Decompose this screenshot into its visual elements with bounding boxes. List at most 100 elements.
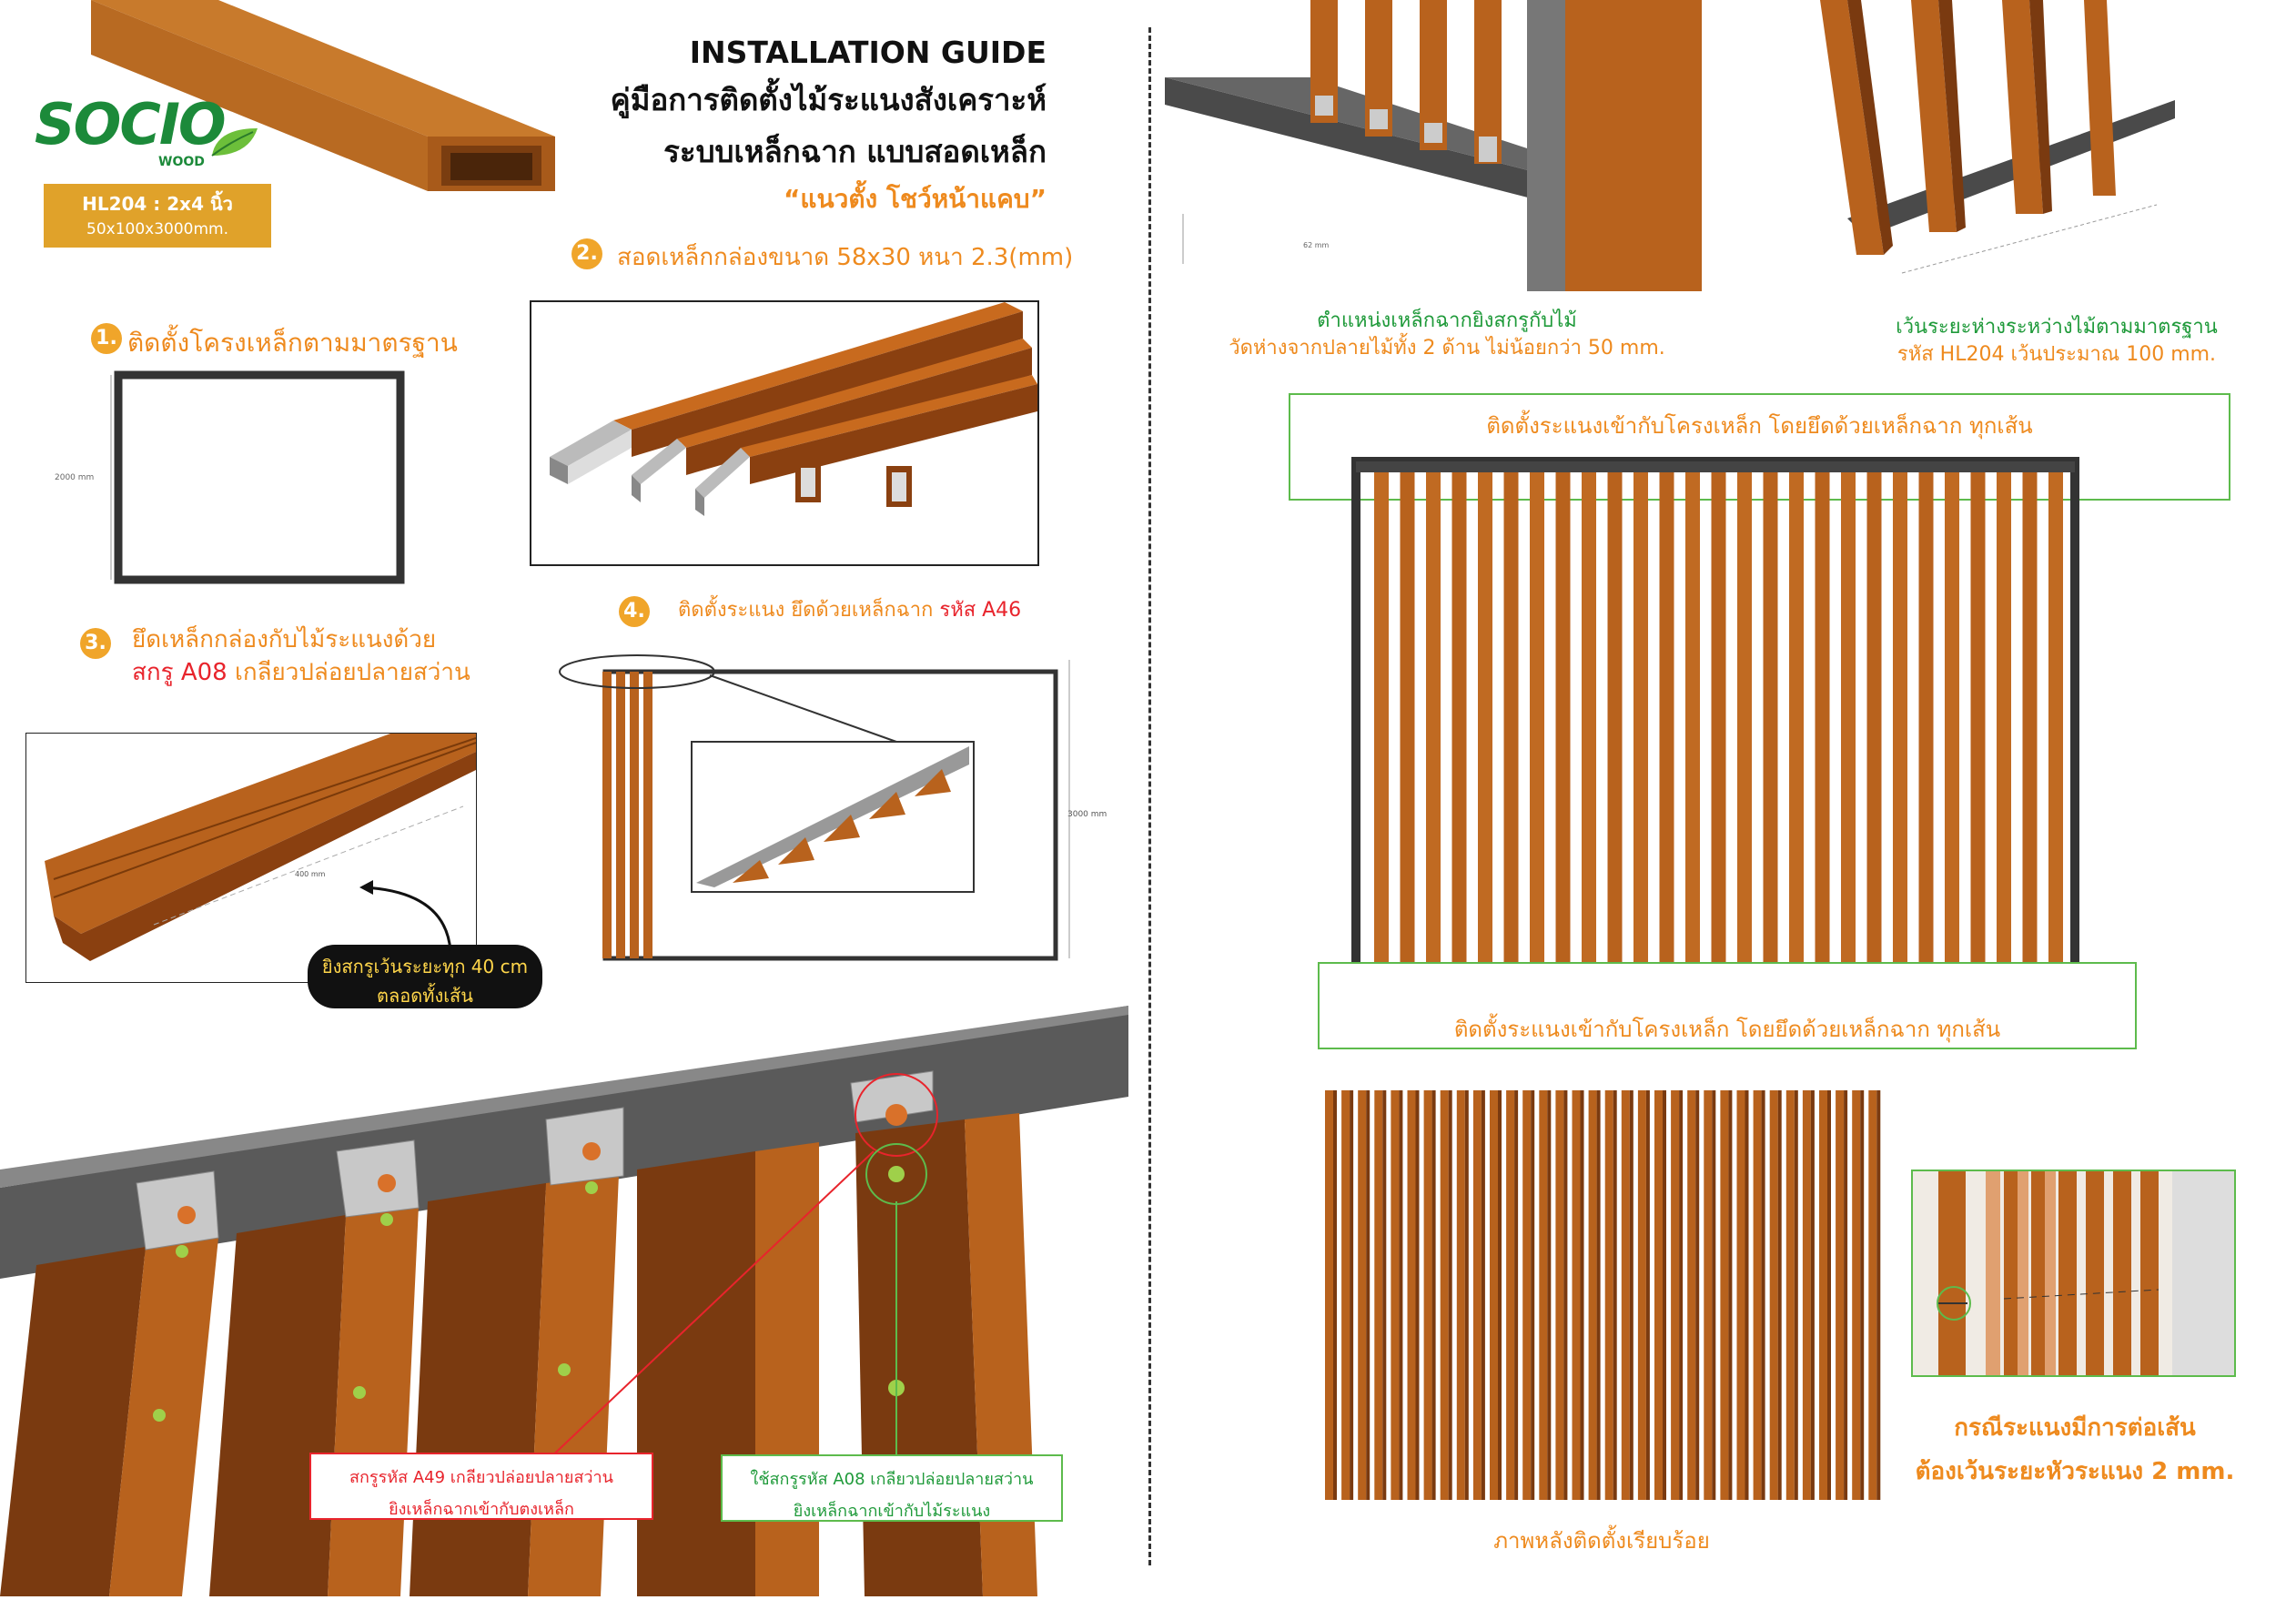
label-a49-line1: สกรูรหัส A49 เกลียวปล่อยปลายสว่าน (349, 1468, 613, 1487)
front-slat (1763, 472, 1778, 985)
back-slat (1836, 1090, 1845, 1500)
back-slat-shadow (1679, 1090, 1684, 1500)
back-slat (1490, 1090, 1498, 1500)
back-slat (1769, 1090, 1778, 1500)
back-slat (1654, 1090, 1663, 1500)
front-slat (1633, 472, 1648, 985)
label-a08-line2: ยิงเหล็กฉากเข้ากับไม้ระแนง (793, 1502, 991, 1521)
bracket-position-image: 62 mm (1165, 0, 1720, 300)
back-slat-shadow (1333, 1090, 1337, 1500)
back-slat-shadow (1514, 1090, 1519, 1500)
label-a08: ใช้สกรูรหัส A08 เกลียวปล่อยปลายสว่าน ยิง… (721, 1454, 1063, 1522)
front-slat (1374, 472, 1389, 985)
back-slat-shadow (1580, 1090, 1584, 1500)
step-3-number: 3. (80, 628, 111, 659)
back-slat (1407, 1090, 1416, 1500)
joint-line2: ต้องเว้นระยะหัวระแนง 2 mm. (1915, 1458, 2235, 1485)
back-slat (1358, 1090, 1367, 1500)
back-slat-shadow (1464, 1090, 1469, 1500)
label-a49-line2: ยิงเหล็กฉากเข้ากับตงเหล็ก (389, 1500, 574, 1519)
back-slat-shadow (1794, 1090, 1798, 1500)
frame-dim-label: 2000 mm (55, 473, 95, 482)
back-slat (1604, 1090, 1613, 1500)
front-slat (1607, 472, 1623, 985)
back-slat (1671, 1090, 1680, 1500)
screw-callout-line2: ตลอดทั้งเส้น (377, 985, 473, 1007)
brand-logo: SOCIO WOOD (35, 91, 262, 173)
product-tag: HL204 : 2x4 นิ้ว 50x100x3000mm. (44, 184, 271, 248)
front-slat (1530, 472, 1544, 985)
front-slat (1789, 472, 1804, 985)
back-slat-shadow (1745, 1090, 1749, 1500)
front-slat (1970, 472, 1986, 985)
back-slat (1522, 1090, 1532, 1500)
back-slat-shadow (1844, 1090, 1848, 1500)
bracket-position-line1: ตำแหน่งเหล็กฉากยิงสกรูกับไม้ (1317, 309, 1577, 332)
back-slat-shadow (1629, 1090, 1633, 1500)
title-th-1: คู่มือการติดตั้งไม้ระแนงสังเคราะห์ (610, 82, 1047, 117)
step-3-screw-code: สกรู A08 (132, 659, 228, 686)
back-slat-shadow (1777, 1090, 1782, 1500)
back-slat (1391, 1090, 1400, 1500)
back-slat (1440, 1090, 1449, 1500)
bracket-position-caption: ตำแหน่งเหล็กฉากยิงสกรูกับไม้ วัดห่างจากป… (1201, 308, 1693, 362)
front-slat (1945, 472, 1959, 985)
front-slat (1582, 472, 1596, 985)
back-slat-shadow (1761, 1090, 1765, 1500)
title-en: INSTALLATION GUIDE (689, 35, 1047, 70)
product-image (73, 0, 564, 191)
back-view (1321, 1090, 1883, 1500)
slat-spacing-image (1820, 0, 2184, 291)
back-slat (1852, 1090, 1861, 1500)
installed-front-view (1351, 457, 2079, 1001)
back-slat (1325, 1090, 1333, 1500)
step-3-screw-desc: เกลียวปล่อยปลายสว่าน (227, 659, 470, 686)
spacing-caption: เว้นระยะห่างระหว่างไม้ตามมาตรฐาน รหัส HL… (1856, 314, 2257, 369)
install-label-bottom: ติดตั้งระแนงเข้ากับโครงเหล็ก โดยยึดด้วยเ… (1318, 962, 2137, 1049)
back-slat-shadow (1663, 1090, 1666, 1500)
step-2-number: 2. (571, 238, 602, 269)
step-3-text-2: สกรู A08 เกลียวปล่อยปลายสว่าน (132, 653, 470, 691)
back-slat-shadow (1860, 1090, 1865, 1500)
back-slat (1868, 1090, 1877, 1500)
insert-steel-drawing (530, 300, 1039, 566)
front-slat (1711, 472, 1726, 985)
back-slat-shadow (1810, 1090, 1815, 1500)
back-slat-shadow (1876, 1090, 1881, 1500)
front-slat (1997, 472, 2011, 985)
screw-slat-drawing: 400 mm (25, 733, 477, 983)
back-slat-shadow (1350, 1090, 1354, 1500)
callout-arrow (359, 880, 452, 952)
joint-photo (1911, 1170, 2236, 1377)
back-slat (1472, 1090, 1482, 1500)
back-slat-shadow (1645, 1090, 1650, 1500)
back-slat-shadow (1563, 1090, 1568, 1500)
step-1-text: ติดตั้งโครงเหล็กตามมาตรฐาน (127, 328, 458, 358)
joint-line1: กรณีระแนงมีการต่อเส้น (1954, 1414, 2196, 1442)
front-slat (1426, 472, 1441, 985)
back-slat (1621, 1090, 1630, 1500)
gap-dim-label: 400 mm (295, 870, 326, 878)
back-slat-shadow (1728, 1090, 1733, 1500)
front-slat (1503, 472, 1519, 985)
bracket-offset-dim: 62 mm (1303, 241, 1330, 249)
back-slat-shadow (1712, 1090, 1716, 1500)
back-slat (1704, 1090, 1713, 1500)
back-slat (1785, 1090, 1795, 1500)
front-slat (1400, 472, 1415, 985)
front-slat (1685, 472, 1700, 985)
logo-subtext: WOOD (158, 155, 205, 169)
front-slat (1659, 472, 1674, 985)
back-slat-shadow (1531, 1090, 1535, 1500)
step-4-number: 4. (619, 596, 650, 627)
front-slat (1866, 472, 1882, 985)
back-slat (1637, 1090, 1646, 1500)
front-slat (1841, 472, 1856, 985)
back-slat-shadow (1596, 1090, 1601, 1500)
step-3-text-1: ยึดเหล็กกล่องกับไม้ระแนงด้วย (132, 626, 437, 653)
step-4-text-a: ติดตั้งระแนง ยึดด้วยเหล็กฉาก (678, 599, 940, 622)
label-a08-line1: ใช้สกรูรหัส A08 เกลียวปล่อยปลายสว่าน (750, 1470, 1034, 1489)
back-slat-shadow (1498, 1090, 1502, 1500)
back-slat (1555, 1090, 1564, 1500)
back-slat-shadow (1827, 1090, 1831, 1500)
